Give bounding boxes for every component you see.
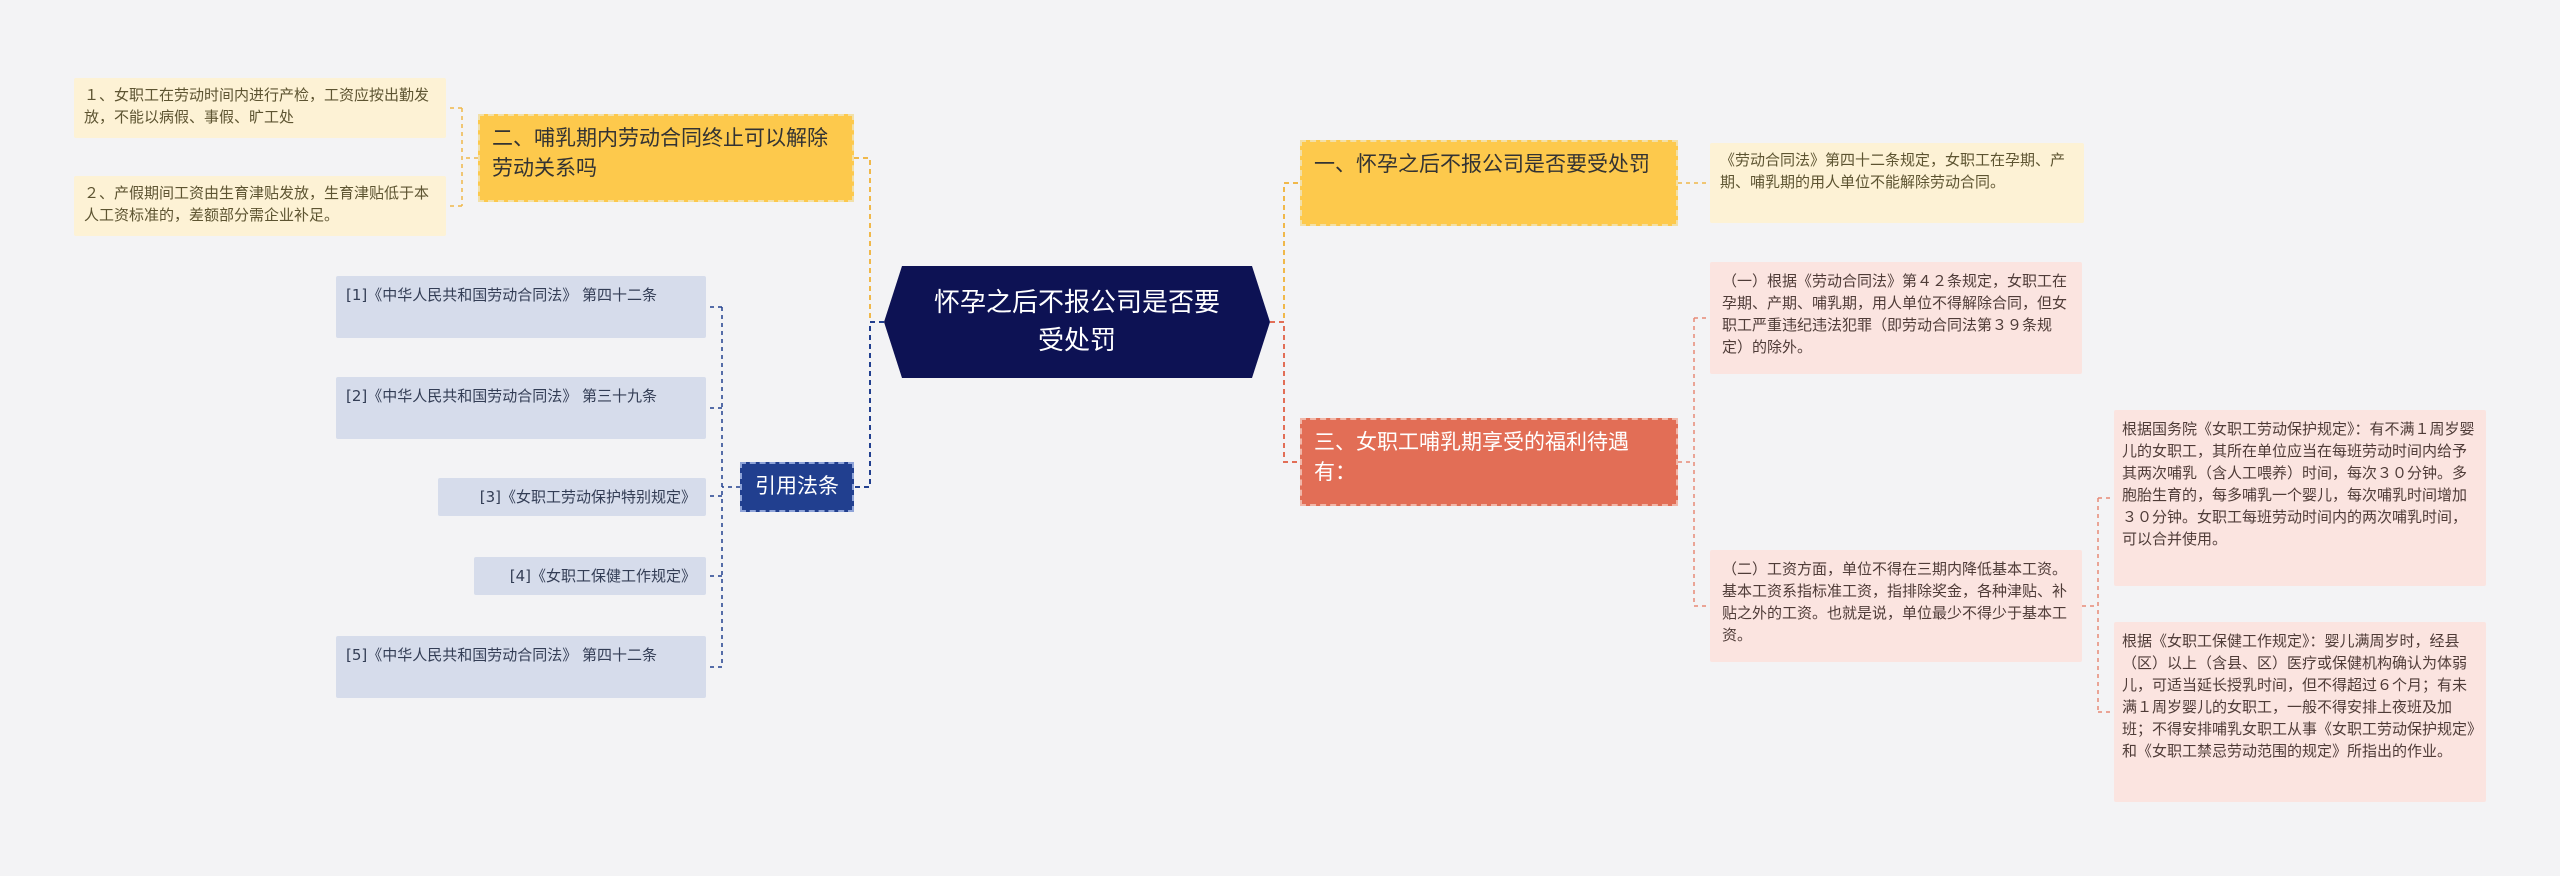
leaf-prenatal-checkup: １、女职工在劳动时间内进行产检，工资应按出勤发放，不能以病假、事假、旷工处: [74, 78, 446, 138]
connector-laws-items: [706, 306, 740, 668]
branch-lactation-benefits[interactable]: 三、女职工哺乳期享受的福利待遇有：: [1300, 418, 1678, 506]
law-item-4-text: [4]《女职工保健工作规定》: [509, 567, 696, 585]
connector-center-branch1: [1270, 182, 1300, 323]
central-topic[interactable]: 怀孕之后不报公司是否要受处罚: [884, 266, 1270, 378]
law-item-3[interactable]: [3]《女职工劳动保护特别规定》: [438, 478, 706, 516]
leaf-health-care-regulation: 根据《女职工保健工作规定》：婴儿满周岁时，经县（区）以上（含县、区）医疗或保健机…: [2114, 622, 2486, 802]
law-item-1[interactable]: [1]《中华人民共和国劳动合同法》 第四十二条: [336, 276, 706, 338]
central-topic-text: 怀孕之后不报公司是否要受处罚: [933, 288, 1220, 356]
branch-cited-laws[interactable]: 引用法条: [740, 462, 854, 512]
law-item-4[interactable]: [4]《女职工保健工作规定》: [474, 557, 706, 595]
branch-cited-laws-text: 引用法条: [755, 474, 839, 498]
leaf-benefit-wage-text: （二）工资方面，单位不得在三期内降低基本工资。基本工资系指标准工资，指排除奖金，…: [1722, 560, 2068, 644]
leaf-maternity-allowance-text: ２、产假期间工资由生育津贴发放，生育津贴低于本人工资标准的，差额部分需企业补足。: [84, 184, 430, 224]
leaf-maternity-allowance: ２、产假期间工资由生育津贴发放，生育津贴低于本人工资标准的，差额部分需企业补足。: [74, 176, 446, 236]
law-item-3-text: [3]《女职工劳动保护特别规定》: [479, 488, 696, 506]
leaf-benefit-contract: （一）根据《劳动合同法》第４２条规定，女职工在孕期、产期、哺乳期，用人单位不得解…: [1710, 262, 2082, 374]
law-item-5-text: [5]《中华人民共和国劳动合同法》 第四十二条: [346, 646, 658, 664]
law-item-2[interactable]: [2]《中华人民共和国劳动合同法》 第三十九条: [336, 377, 706, 439]
branch-lactation-benefits-text: 三、女职工哺乳期享受的福利待遇有：: [1314, 430, 1629, 484]
law-item-2-text: [2]《中华人民共和国劳动合同法》 第三十九条: [346, 387, 658, 405]
connector-center-branch3: [1270, 321, 1300, 463]
leaf-labor-law-art42: 《劳动合同法》第四十二条规定，女职工在孕期、产期、哺乳期的用人单位不能解除劳动合…: [1710, 143, 2084, 223]
connector-wage-grandchildren: [2082, 497, 2114, 713]
law-item-5[interactable]: [5]《中华人民共和国劳动合同法》 第四十二条: [336, 636, 706, 698]
branch-pregnancy-penalty[interactable]: 一、怀孕之后不报公司是否要受处罚: [1300, 140, 1678, 226]
leaf-health-care-regulation-text: 根据《女职工保健工作规定》：婴儿满周岁时，经县（区）以上（含县、区）医疗或保健机…: [2122, 632, 2475, 760]
leaf-state-council-regulation-text: 根据国务院《女职工劳动保护规定》：有不满１周岁婴儿的女职工，其所在单位应当在每班…: [2122, 420, 2475, 548]
law-item-1-text: [1]《中华人民共和国劳动合同法》 第四十二条: [346, 286, 658, 304]
connector-branch2-leaves: [446, 107, 478, 207]
leaf-state-council-regulation: 根据国务院《女职工劳动保护规定》：有不满１周岁婴儿的女职工，其所在单位应当在每班…: [2114, 410, 2486, 586]
connector-center-laws: [854, 321, 884, 488]
branch-contract-termination[interactable]: 二、哺乳期内劳动合同终止可以解除劳动关系吗: [478, 114, 854, 202]
connector-center-branch2: [854, 157, 884, 323]
leaf-benefit-wage: （二）工资方面，单位不得在三期内降低基本工资。基本工资系指标准工资，指排除奖金，…: [1710, 550, 2082, 662]
leaf-prenatal-checkup-text: １、女职工在劳动时间内进行产检，工资应按出勤发放，不能以病假、事假、旷工处: [84, 86, 430, 126]
branch-pregnancy-penalty-text: 一、怀孕之后不报公司是否要受处罚: [1314, 152, 1650, 176]
leaf-benefit-contract-text: （一）根据《劳动合同法》第４２条规定，女职工在孕期、产期、哺乳期，用人单位不得解…: [1722, 272, 2068, 356]
connector-branch3-leaves: [1678, 317, 1710, 607]
leaf-labor-law-art42-text: 《劳动合同法》第四十二条规定，女职工在孕期、产期、哺乳期的用人单位不能解除劳动合…: [1720, 151, 2066, 191]
branch-contract-termination-text: 二、哺乳期内劳动合同终止可以解除劳动关系吗: [492, 126, 828, 180]
